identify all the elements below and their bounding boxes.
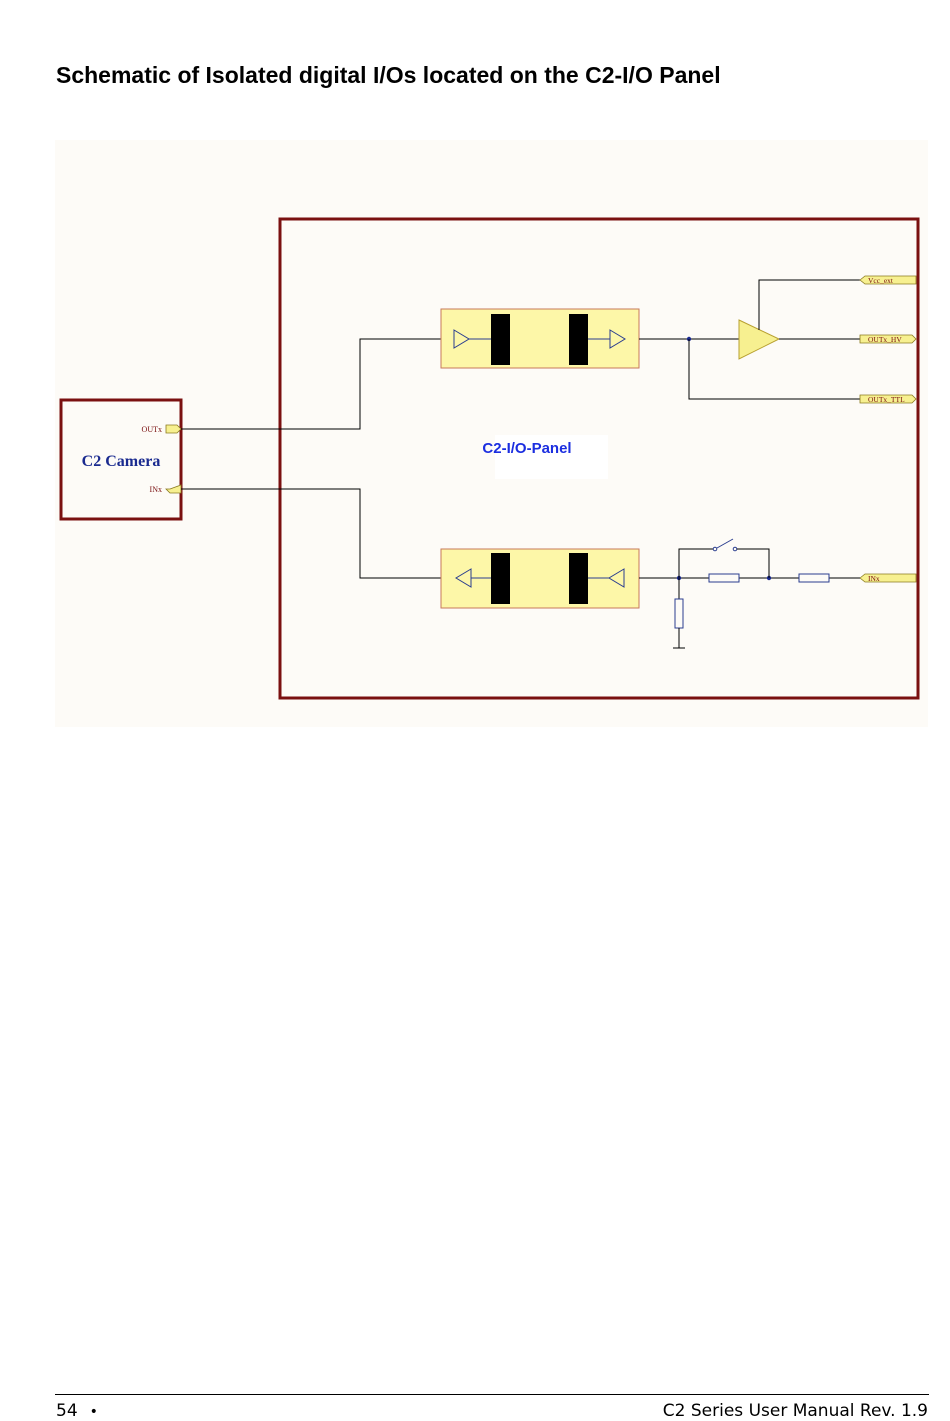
wire-ttl [688,339,860,400]
resistor-series-2 [798,573,830,583]
output-optocoupler [440,308,640,369]
panel-port-vcc-ext: Vcc_ext [859,275,917,285]
camera-port-outx: OUTx [142,424,182,434]
wire-switch-left [678,548,713,578]
schematic-background [55,140,928,727]
camera-port-inx-shape [165,484,182,494]
io-schematic-diagram: C2 Camera OUTx INx [55,140,928,727]
resistor-series-1 [708,573,740,583]
wire-vcc [758,279,860,330]
io-panel-frame [278,217,920,700]
panel-port-vcc-ext-label: Vcc_ext [868,276,894,285]
footer-divider [55,1394,929,1395]
switch-contact-right [732,546,738,552]
input-opto-detector-block [491,553,510,604]
panel-port-outx-ttl-shape [859,394,917,404]
wire-switch-right [737,548,770,578]
input-optocoupler [440,548,640,609]
input-opto-led-block [569,553,588,604]
wire-outx [181,338,441,430]
camera-block [59,398,183,521]
panel-port-outx-ttl-label: OUTx_TTL [868,395,905,404]
output-opto-out-buffer [609,329,626,349]
output-opto-detector-block [569,314,588,365]
switch-lever [716,538,734,549]
page-heading: Schematic of Isolated digital I/Os locat… [56,62,721,88]
input-opto-in-buffer [608,568,625,588]
panel-port-inx: INx [859,573,917,583]
camera-label: C2 Camera [82,453,161,470]
panel-port-outx-hv: OUTx_HV [859,334,917,344]
panel-port-inx-label: INx [868,574,880,583]
camera-port-inx: INx [150,484,182,494]
camera-port-outx-shape [165,424,182,434]
output-opto-led-block [491,314,510,365]
footer-page-number: 54 • [56,1401,98,1421]
wire-inx [181,488,441,579]
resistor-pulldown [674,598,684,629]
panel-port-inx-shape [859,573,917,583]
footer-document-title: C2 Series User Manual Rev. 1.9 [662,1401,928,1421]
camera-port-outx-label: OUTx [142,425,162,434]
panel-label: C2-I/O-Panel [482,440,571,457]
panel-port-vcc-ext-shape [859,275,917,285]
page-number: 54 [56,1401,78,1421]
panel-port-outx-ttl: OUTx_TTL [859,394,917,404]
panel-port-outx-hv-shape [859,334,917,344]
panel-port-outx-hv-label: OUTx_HV [868,335,902,344]
footer-bullet: • [89,1404,98,1420]
panel-label-box [495,435,608,479]
switch-contact-left [712,546,718,552]
output-opto-in-buffer [453,329,470,349]
camera-port-inx-label: INx [150,485,162,494]
